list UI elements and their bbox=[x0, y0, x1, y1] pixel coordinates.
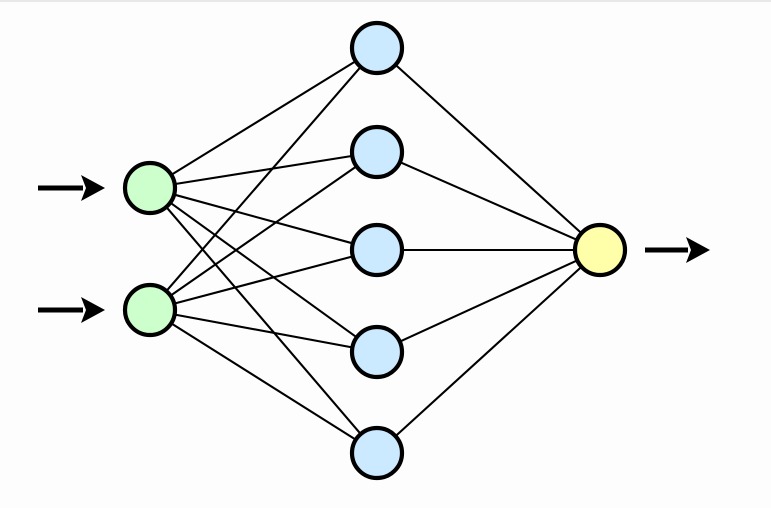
edge-h-2-to-out-1 bbox=[397, 160, 580, 242]
node-in-1[interactable] bbox=[122, 160, 178, 216]
node-h-3[interactable] bbox=[349, 222, 405, 278]
io-arrow-group bbox=[38, 175, 710, 323]
top-divider-rule bbox=[0, 0, 771, 2]
node-h-2[interactable] bbox=[349, 124, 405, 180]
node-out-1[interactable] bbox=[572, 222, 628, 278]
node-group bbox=[122, 20, 628, 481]
edge-in-1-to-h-1 bbox=[169, 59, 358, 177]
edge-in-1-to-h-3 bbox=[172, 193, 355, 245]
node-h-4[interactable] bbox=[349, 324, 405, 380]
edge-h-1-to-out-1 bbox=[393, 63, 584, 235]
input-arrow-2-head bbox=[81, 297, 105, 323]
edge-h-5-to-out-1 bbox=[393, 265, 584, 438]
node-h-1[interactable] bbox=[349, 20, 405, 76]
edge-group bbox=[164, 59, 584, 442]
node-in-2[interactable] bbox=[122, 282, 178, 338]
input-arrow-1-head bbox=[81, 175, 105, 201]
edge-in-2-to-h-2 bbox=[168, 164, 359, 298]
edge-in-2-to-h-5 bbox=[169, 321, 358, 442]
output-arrow-1-head bbox=[686, 237, 710, 263]
edge-in-1-to-h-4 bbox=[168, 201, 359, 340]
edge-in-1-to-h-2 bbox=[172, 154, 355, 186]
edge-in-1-to-h-5 bbox=[164, 205, 363, 436]
edge-in-2-to-h-3 bbox=[172, 255, 355, 305]
edge-h-4-to-out-1 bbox=[397, 258, 580, 344]
edge-in-2-to-h-1 bbox=[164, 65, 363, 293]
edge-in-2-to-h-4 bbox=[172, 313, 355, 349]
node-h-5[interactable] bbox=[349, 425, 405, 481]
